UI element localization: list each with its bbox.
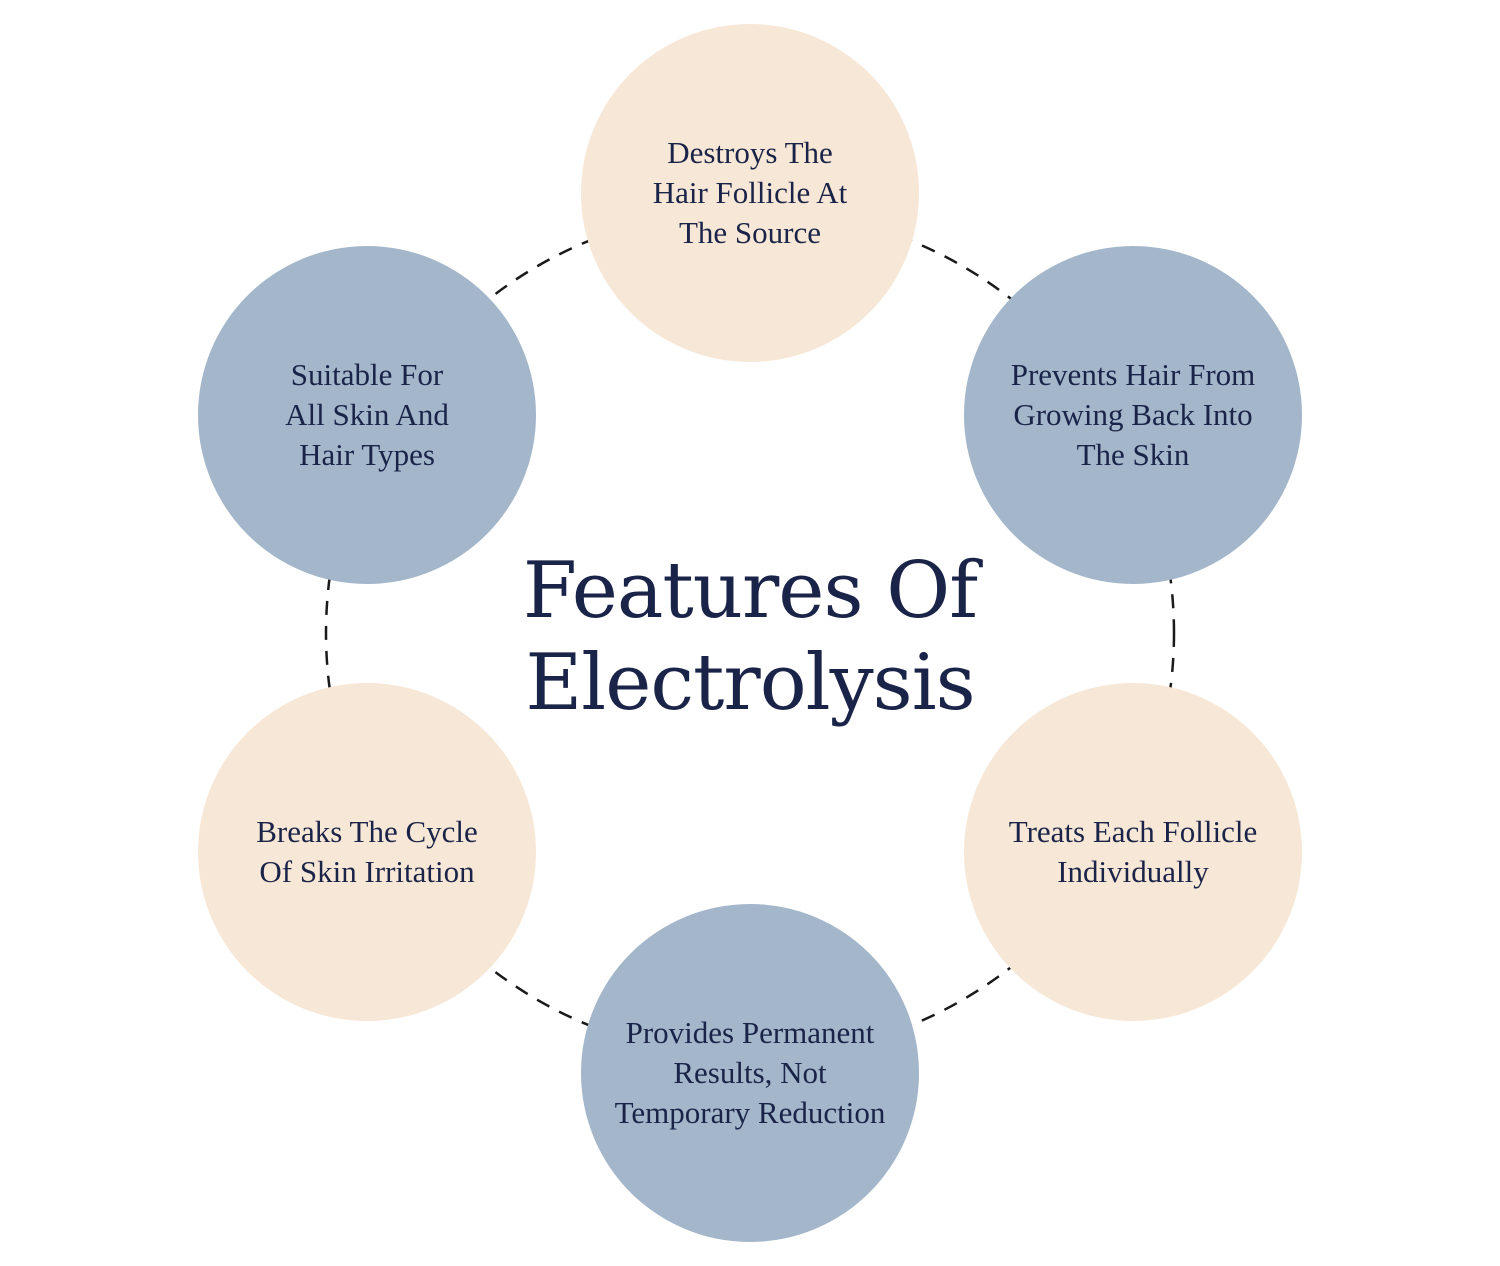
- diagram-title: Features Of Electrolysis: [450, 545, 1050, 729]
- feature-permanent-results: Provides Permanent Results, Not Temporar…: [581, 904, 919, 1242]
- feature-label: Provides Permanent Results, Not Temporar…: [614, 1015, 886, 1130]
- diagram-title-line-1: Features Of: [522, 546, 978, 636]
- feature-label: Suitable For All Skin And Hair Types: [285, 357, 449, 472]
- feature-label: Prevents Hair From Growing Back Into The…: [1010, 357, 1256, 472]
- feature-label: Breaks The Cycle Of Skin Irritation: [256, 814, 478, 889]
- feature-label: Destroys The Hair Follicle At The Source: [652, 135, 848, 250]
- diagram-title-line-2: Electrolysis: [525, 638, 975, 728]
- feature-all-skin-hair-types: Suitable For All Skin And Hair Types: [198, 246, 536, 584]
- feature-destroys-follicle: Destroys The Hair Follicle At The Source: [581, 24, 919, 362]
- feature-breaks-irritation-cycle: Breaks The Cycle Of Skin Irritation: [198, 683, 536, 1021]
- feature-prevents-regrowth: Prevents Hair From Growing Back Into The…: [964, 246, 1302, 584]
- feature-treats-each-follicle: Treats Each Follicle Individually: [964, 683, 1302, 1021]
- feature-label: Treats Each Follicle Individually: [1008, 814, 1258, 889]
